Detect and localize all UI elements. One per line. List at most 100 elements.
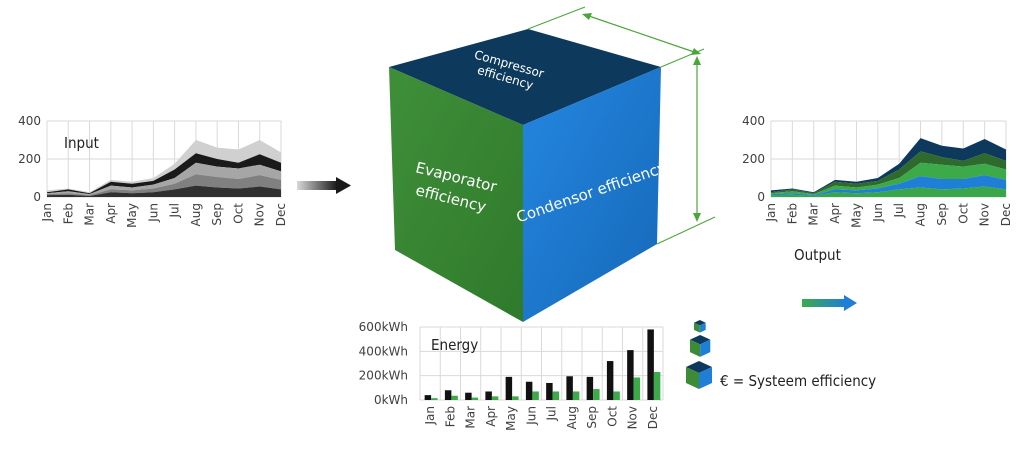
efficiency-cube: Compressor efficiency Evaporator efficie… [389, 6, 716, 322]
medium-cube-icon [690, 335, 711, 357]
x-tick-label: Mar [464, 406, 478, 429]
cube-right-face [523, 67, 661, 322]
energy-bar-input [525, 381, 533, 400]
y-tick-label: 0 [33, 190, 41, 204]
x-tick-label: May [849, 203, 863, 228]
energy-bar-output [471, 397, 479, 400]
energy-bar-output [451, 395, 458, 400]
input-chart-title: Input [64, 134, 99, 152]
energy-bar-input [627, 350, 634, 400]
x-tick-label: Jul [168, 203, 182, 218]
x-tick-label: Feb [785, 203, 799, 224]
area-series [771, 186, 1006, 197]
x-tick-label: Mar [807, 203, 821, 226]
energy-bar-input [586, 376, 594, 400]
energy-bar-input [424, 395, 432, 400]
x-tick-label: Jan [764, 203, 778, 223]
legend-cubes: € = Systeem efficiency [686, 320, 876, 390]
x-tick-label: Jun [146, 203, 160, 223]
area-series [47, 174, 281, 197]
area-series [47, 162, 281, 196]
x-tick-label: Sep [585, 406, 599, 429]
x-tick-label: Apr [104, 203, 118, 224]
energy-bar-output [572, 391, 580, 400]
x-tick-label: May [125, 203, 139, 228]
area-series [47, 185, 281, 197]
x-tick-label: Jul [892, 203, 906, 218]
energy-bar-input [485, 391, 492, 400]
y-tick-label: 600kWh [359, 320, 408, 334]
energy-bar-output [552, 391, 560, 400]
area-series [47, 140, 281, 194]
energy-bar-output [431, 398, 438, 400]
y-tick-label: 0kWh [374, 393, 408, 407]
y-tick-label: 400 [18, 114, 41, 128]
cube-top-face [389, 29, 661, 125]
energy-bar-output [653, 372, 661, 400]
area-series [771, 151, 1006, 195]
y-tick-label: 200kWh [359, 369, 408, 383]
cube-left-face [389, 67, 523, 322]
dimension-extension-line [527, 6, 586, 30]
x-tick-label: Dec [274, 203, 288, 226]
energy-bar-input [647, 329, 654, 400]
energy-chart-bars [424, 329, 661, 400]
x-tick-label: Jul [545, 406, 559, 421]
input-chart-y-ticks: 0 200 400 [18, 114, 41, 204]
x-tick-label: Sep [210, 203, 224, 226]
output-chart-areas [771, 138, 1006, 197]
energy-bar-input [566, 376, 573, 400]
x-tick-label: Apr [828, 203, 842, 224]
energy-bar-output [593, 389, 600, 400]
x-tick-label: Aug [914, 203, 928, 226]
x-tick-label: Jan [40, 203, 54, 223]
x-tick-label: Mar [83, 203, 97, 226]
area-series [47, 153, 281, 195]
x-tick-label: Dec [999, 203, 1013, 226]
area-series [771, 175, 1006, 197]
x-tick-label: Feb [443, 406, 457, 427]
energy-bar-output [512, 396, 519, 400]
energy-bar-input [505, 376, 513, 400]
x-tick-label: Jun [871, 203, 885, 223]
energy-chart-title: Energy [431, 336, 478, 354]
x-tick-label: Oct [956, 203, 970, 224]
y-tick-label: 400 [742, 114, 765, 128]
output-chart-x-ticks: Jan Feb Mar Apr May Jun Jul Aug Sep Oct Nov Dec [764, 203, 1013, 228]
x-tick-label: Jun [524, 406, 538, 426]
large-cube-icon [686, 361, 712, 389]
x-tick-label: Oct [231, 203, 245, 224]
x-tick-label: Aug [565, 406, 579, 429]
energy-bar-input [606, 361, 614, 400]
energy-bar-input [465, 392, 472, 400]
x-tick-label: Dec [646, 406, 660, 429]
y-tick-label: 0 [757, 190, 765, 204]
y-tick-label: 200 [18, 152, 41, 166]
energy-bar-output [633, 377, 641, 400]
x-tick-label: Sep [935, 203, 949, 226]
area-series [771, 138, 1006, 194]
x-tick-label: Oct [605, 406, 619, 427]
small-cube-icon [694, 320, 706, 333]
input-arrow [297, 177, 351, 194]
system-efficiency-label: € = Systeem efficiency [720, 372, 876, 390]
x-tick-label: Apr [484, 406, 498, 427]
dimension-arrow-top [585, 14, 698, 54]
output-chart-title: Output [794, 246, 841, 264]
x-tick-label: Jan [423, 406, 437, 426]
x-tick-label: Aug [189, 203, 203, 226]
area-series [771, 162, 1006, 196]
energy-bar-input [546, 382, 553, 400]
energy-bar-output [491, 396, 499, 400]
x-tick-label: Feb [61, 203, 75, 224]
dimension-extension-line [656, 216, 716, 245]
energy-bar-output [532, 391, 539, 400]
x-tick-label: Nov [978, 203, 992, 226]
